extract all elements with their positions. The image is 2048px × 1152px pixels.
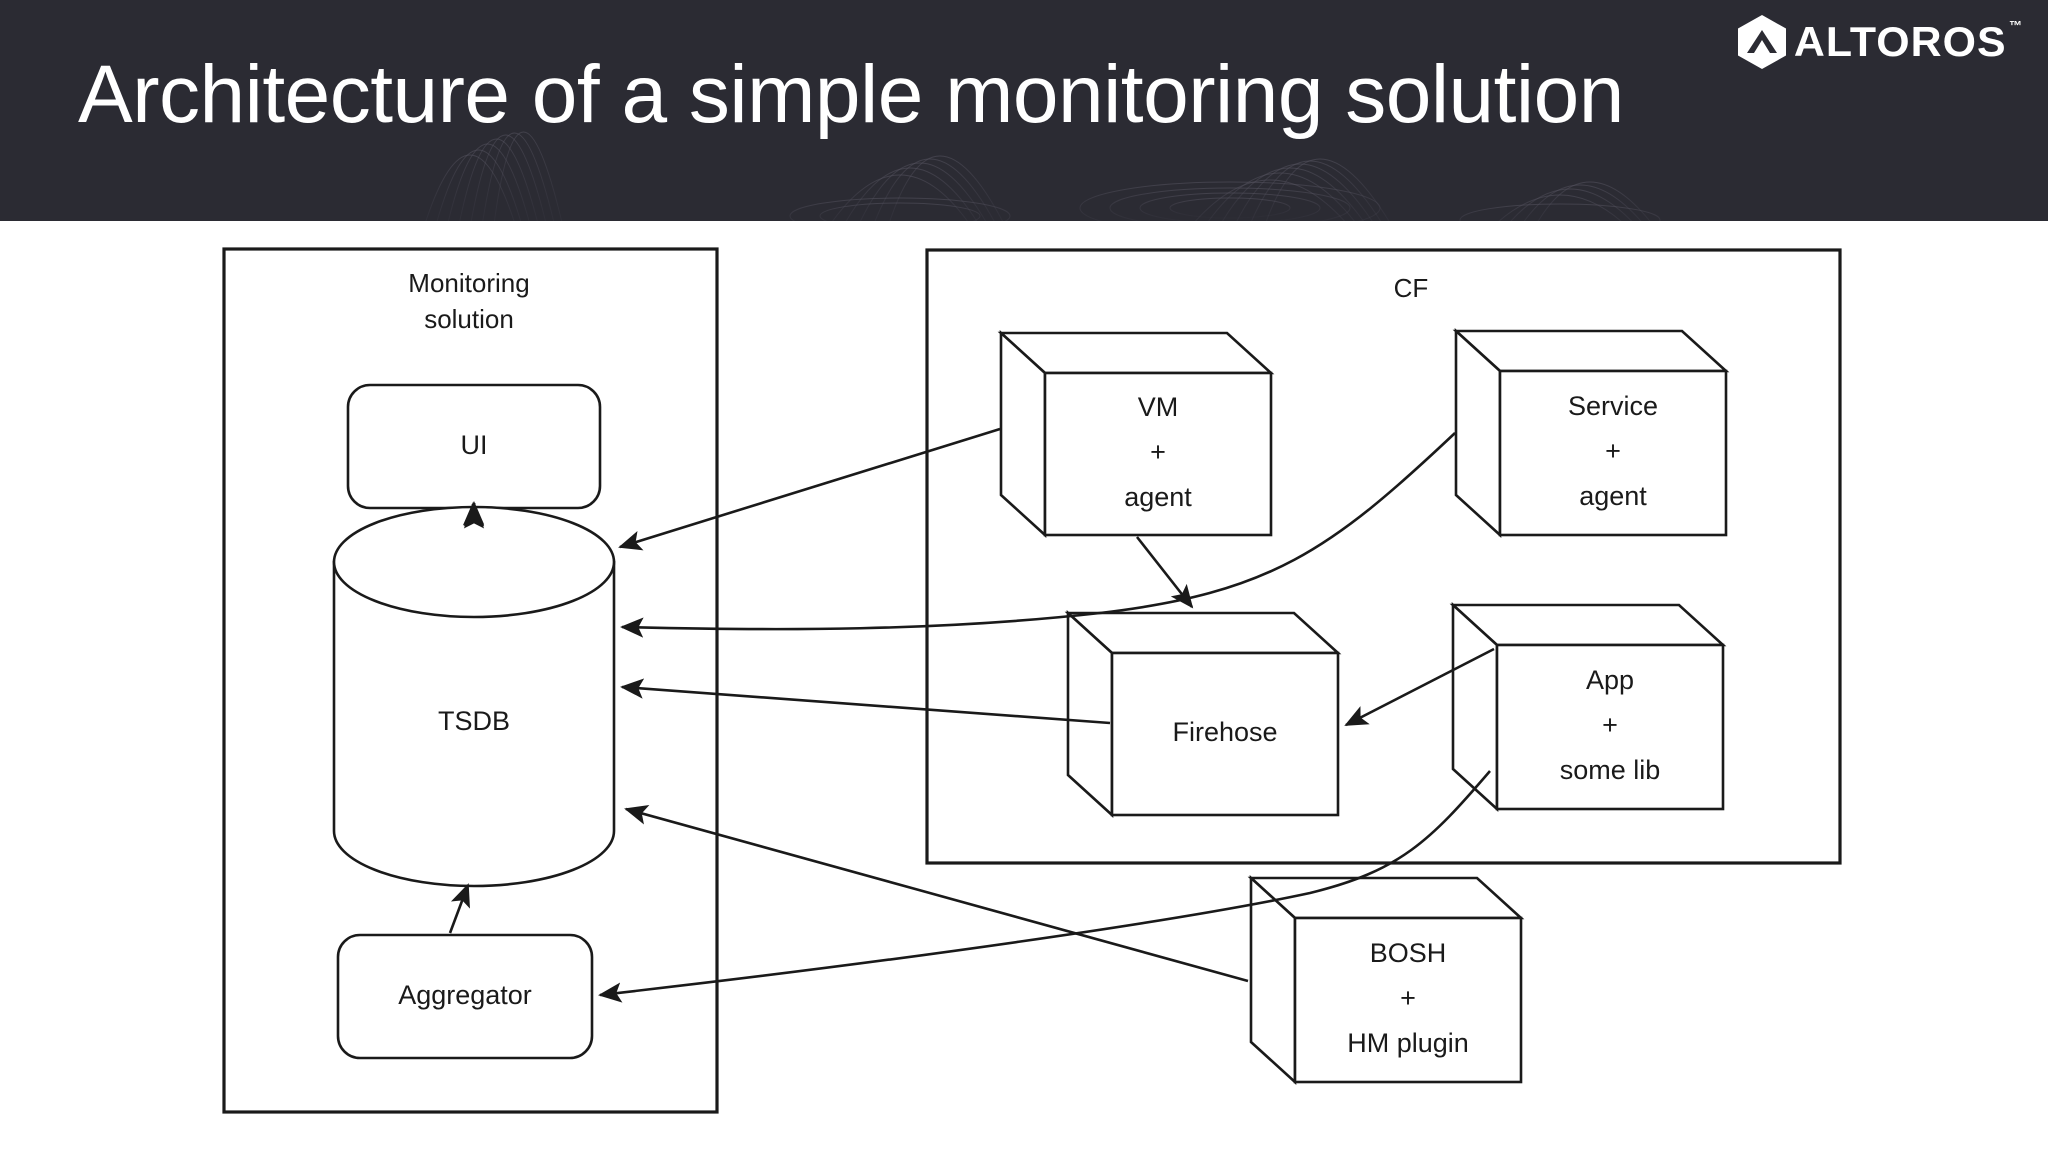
hexagon-chevron-icon xyxy=(1737,15,1786,69)
monitoring-solution-border xyxy=(222,247,719,1114)
edge-vm-to-tsdb xyxy=(618,427,1001,551)
edge-app-to-firehose xyxy=(1344,647,1495,727)
node-bosh[interactable]: BOSH + HM plugin xyxy=(1247,875,1525,1085)
firehose-label: Firehose xyxy=(1172,717,1277,747)
node-aggregator[interactable]: Aggregator xyxy=(336,933,594,1060)
edge-vm-to-firehose xyxy=(1135,536,1194,609)
tsdb-body xyxy=(332,560,616,888)
bosh-label-line2: + xyxy=(1400,983,1416,1013)
aggregator-shape xyxy=(336,933,594,1060)
service-label-line1: Service xyxy=(1568,391,1658,421)
app-front-face xyxy=(1495,643,1725,811)
app-top-face xyxy=(1449,603,1727,647)
page-title: Architecture of a simple monitoring solu… xyxy=(78,49,1624,140)
tsdb-label: TSDB xyxy=(438,706,510,736)
vm-top-face xyxy=(997,331,1275,375)
ui-label: UI xyxy=(461,430,488,460)
service-top-face xyxy=(1452,329,1730,373)
edge-service-to-tsdb xyxy=(620,432,1456,638)
monitoring-solution-label-line2: solution xyxy=(424,304,514,334)
app-label-line3: some lib xyxy=(1560,755,1661,785)
bosh-front-face xyxy=(1293,916,1523,1084)
group-monitoring-solution: Monitoring solution xyxy=(222,247,719,1114)
aggregator-label: Aggregator xyxy=(398,980,532,1010)
slide-header: Architecture of a simple monitoring solu… xyxy=(0,0,2048,221)
service-label-line3: agent xyxy=(1579,481,1647,511)
connectors xyxy=(448,427,1495,1003)
node-app[interactable]: App + some lib xyxy=(1449,602,1727,812)
vm-label-line2: + xyxy=(1150,437,1166,467)
cf-border xyxy=(925,248,1842,865)
architecture-diagram: Monitoring solution CF UI TSDB Aggregato… xyxy=(0,221,2048,1152)
node-service[interactable]: Service + agent xyxy=(1452,328,1730,538)
vm-front-face xyxy=(1043,371,1273,537)
app-label-line1: App xyxy=(1586,665,1634,695)
bosh-label-line3: HM plugin xyxy=(1347,1028,1469,1058)
service-front-face xyxy=(1498,369,1728,537)
bosh-label-line1: BOSH xyxy=(1370,938,1447,968)
logo-wordmark: ALTOROS xyxy=(1793,18,2007,65)
app-label-line2: + xyxy=(1602,710,1618,740)
edge-firehose-to-tsdb xyxy=(620,678,1111,725)
vm-label-line1: VM xyxy=(1138,392,1179,422)
group-cf: CF xyxy=(925,248,1842,865)
service-label-line2: + xyxy=(1605,436,1621,466)
node-ui[interactable]: UI xyxy=(346,383,602,510)
node-vm[interactable]: VM + agent xyxy=(997,330,1275,538)
header-background-pattern xyxy=(380,19,1720,221)
edge-bosh-to-tsdb xyxy=(624,804,1249,983)
monitoring-solution-label-line1: Monitoring xyxy=(408,268,529,298)
firehose-top-face xyxy=(1064,611,1342,655)
node-firehose[interactable]: Firehose xyxy=(1064,610,1342,818)
vm-label-line3: agent xyxy=(1124,482,1192,512)
tsdb-top xyxy=(332,505,616,619)
logo-trademark: ™ xyxy=(2009,18,2022,33)
altoros-logo[interactable]: ALTOROS ™ xyxy=(1736,14,2022,70)
edge-aggregator-to-tsdb xyxy=(448,883,470,934)
node-tsdb[interactable]: TSDB xyxy=(332,505,616,888)
cf-label: CF xyxy=(1394,273,1429,303)
firehose-front-face xyxy=(1110,651,1340,817)
edge-app-to-aggregator xyxy=(598,770,1491,1003)
